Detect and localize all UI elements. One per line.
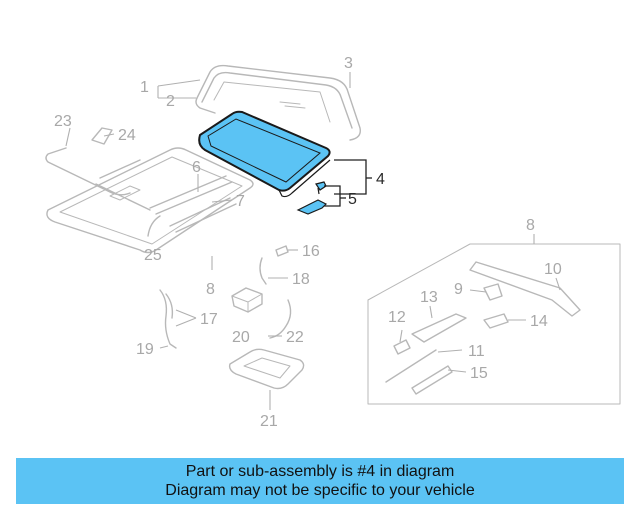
callout-20: 20: [232, 329, 250, 346]
callout-1: 1: [140, 79, 149, 96]
banner-line-disclaimer: Diagram may not be specific to your vehi…: [165, 482, 475, 499]
callout-17: 17: [200, 311, 218, 328]
drain-hose-part-25: [147, 215, 161, 237]
callout-24: 24: [118, 127, 136, 144]
callout-6: 6: [192, 159, 201, 176]
drain-tube-part-23: [45, 147, 131, 196]
callout-22: 22: [286, 329, 304, 346]
callout-7: 7: [236, 193, 245, 210]
callout-8-left: 8: [206, 281, 215, 298]
rail-assembly-part-8: [367, 243, 621, 405]
callout-9: 9: [454, 281, 463, 298]
callout-12: 12: [388, 309, 406, 326]
hose-part-17: [159, 289, 177, 349]
leader-lines: [65, 72, 561, 410]
hose-part-18: [259, 257, 267, 285]
callout-labels: 1 2 3 4 5 6 7 8 8 9 10 11 12 13 14 15 16…: [54, 55, 562, 430]
callout-15: 15: [470, 365, 488, 382]
callout-10: 10: [544, 261, 562, 278]
callout-13: 13: [420, 289, 438, 306]
motor-part-20: [231, 287, 263, 313]
trim-piece-part-24: [91, 127, 113, 145]
callout-8-right: 8: [526, 217, 535, 234]
callout-19: 19: [136, 341, 154, 358]
callout-5: 5: [348, 191, 357, 208]
glass-panel-part-4[interactable]: [198, 110, 331, 198]
callout-2: 2: [166, 93, 175, 110]
roof-frame-assembly: [195, 64, 361, 141]
banner-line-part-number: Part or sub-assembly is #4 in diagram: [185, 463, 455, 480]
clip-part-5: [315, 181, 327, 195]
callout-11: 11: [468, 343, 485, 360]
callout-14: 14: [530, 313, 548, 330]
callout-18: 18: [292, 271, 310, 288]
sunshade-part-21: [228, 348, 305, 390]
plug-part-16: [275, 245, 289, 257]
callout-25: 25: [144, 247, 162, 264]
callout-4: 4: [376, 171, 385, 188]
bracket-part-5: [296, 199, 328, 215]
callout-21: 21: [260, 413, 278, 430]
roof-rail-assembly: [46, 147, 254, 254]
vehicle-fit-notice-banner: Part or sub-assembly is #4 in diagram Di…: [16, 458, 624, 504]
parts-diagram: 1 2 3 4 5 6 7 8 8 9 10 11 12 13 14 15 16…: [45, 55, 621, 430]
callout-3: 3: [344, 55, 353, 72]
callout-16: 16: [302, 243, 320, 260]
callout-23: 23: [54, 113, 72, 130]
